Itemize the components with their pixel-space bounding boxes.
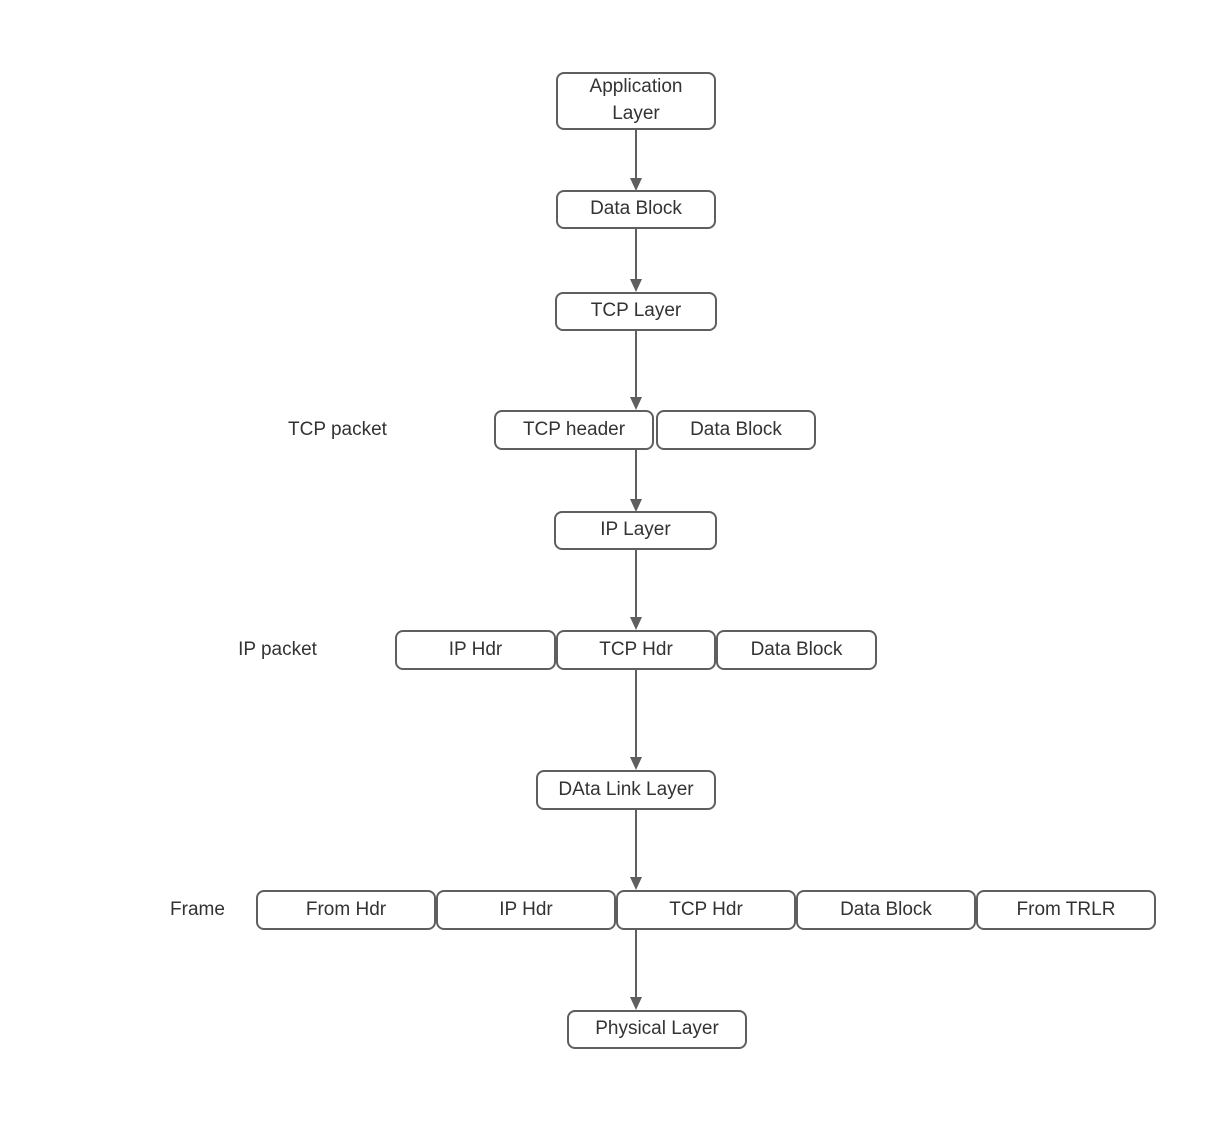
label-frame: Frame	[170, 899, 225, 920]
cell-ip-packet-tcp-hdr: TCP Hdr	[556, 630, 716, 670]
node-tcp-layer: TCP Layer	[555, 292, 717, 331]
label-ip-packet: IP packet	[238, 639, 317, 660]
cell-frame-from-hdr: From Hdr	[256, 890, 436, 930]
node-data-block: Data Block	[556, 190, 716, 229]
label-tcp-packet: TCP packet	[288, 419, 387, 440]
cell-tcp-packet-data-block: Data Block	[656, 410, 816, 450]
node-application-layer: Application Layer	[556, 72, 716, 130]
cell-frame-ip-hdr: IP Hdr	[436, 890, 616, 930]
cell-frame-from-trlr: From TRLR	[976, 890, 1156, 930]
arrow-application-to-datablock-icon	[630, 130, 642, 191]
node-ip-layer: IP Layer	[554, 511, 717, 550]
arrow-datalink-to-frame-icon	[630, 810, 642, 890]
arrow-iplayer-to-ippacket-icon	[630, 550, 642, 630]
arrow-tcplayer-to-tcppacket-icon	[630, 331, 642, 410]
cell-frame-data-block: Data Block	[796, 890, 976, 930]
arrow-datablock-to-tcplayer-icon	[630, 229, 642, 292]
cell-ip-packet-ip-hdr: IP Hdr	[395, 630, 556, 670]
arrow-tcppacket-to-iplayer-icon	[630, 450, 642, 512]
node-data-link-layer: DAta Link Layer	[536, 770, 716, 810]
arrow-frame-to-physical-icon	[630, 930, 642, 1010]
cell-tcp-header: TCP header	[494, 410, 654, 450]
arrow-ippacket-to-datalink-icon	[630, 670, 642, 770]
node-physical-layer: Physical Layer	[567, 1010, 747, 1049]
cell-ip-packet-data-block: Data Block	[716, 630, 877, 670]
cell-frame-tcp-hdr: TCP Hdr	[616, 890, 796, 930]
